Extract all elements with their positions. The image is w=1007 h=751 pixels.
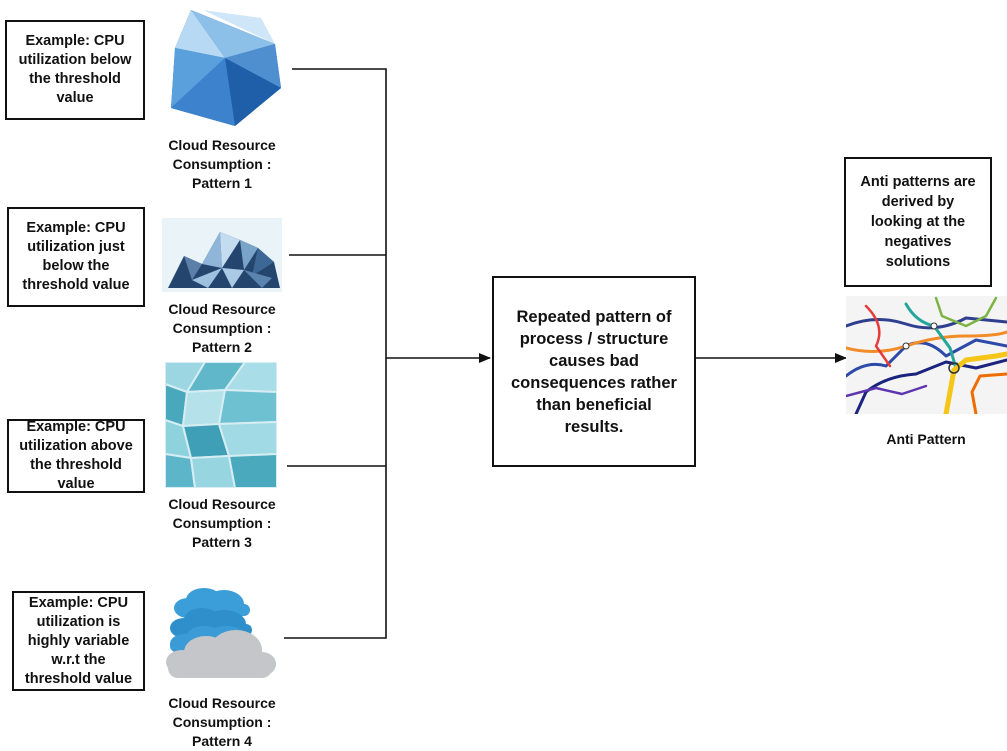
- pattern-caption-3: Cloud Resource Consumption : Pattern 3: [168, 496, 276, 550]
- stained-glass-tile-icon: [164, 361, 278, 489]
- example-box-1: Example: CPU utilization below the thres…: [5, 20, 145, 120]
- pattern-caption-1: Cloud Resource Consumption : Pattern 1: [168, 137, 276, 191]
- connector-pattern-4: [284, 358, 387, 639]
- lowpoly-cloud-icon: [162, 218, 282, 292]
- example-box-2: Example: CPU utilization just below the …: [7, 207, 145, 307]
- blue-polygon-gem-icon: [163, 8, 281, 126]
- pattern-caption-2: Cloud Resource Consumption : Pattern 2: [168, 301, 276, 355]
- anti-pattern-caption: Anti Pattern: [886, 431, 966, 447]
- pattern-caption-4: Cloud Resource Consumption : Pattern 4: [168, 695, 276, 749]
- connector-pattern-1: [292, 68, 387, 358]
- example-box-4: Example: CPU utilization is highly varia…: [12, 591, 145, 691]
- center-description-box: Repeated pattern of process / structure …: [492, 276, 696, 467]
- stacked-clouds-icon: [164, 586, 278, 682]
- tangled-lines-map-icon: [844, 296, 1007, 417]
- example-box-3: Example: CPU utilization above the thres…: [7, 419, 145, 493]
- anti-pattern-note-box: Anti patterns are derived by looking at …: [844, 157, 992, 287]
